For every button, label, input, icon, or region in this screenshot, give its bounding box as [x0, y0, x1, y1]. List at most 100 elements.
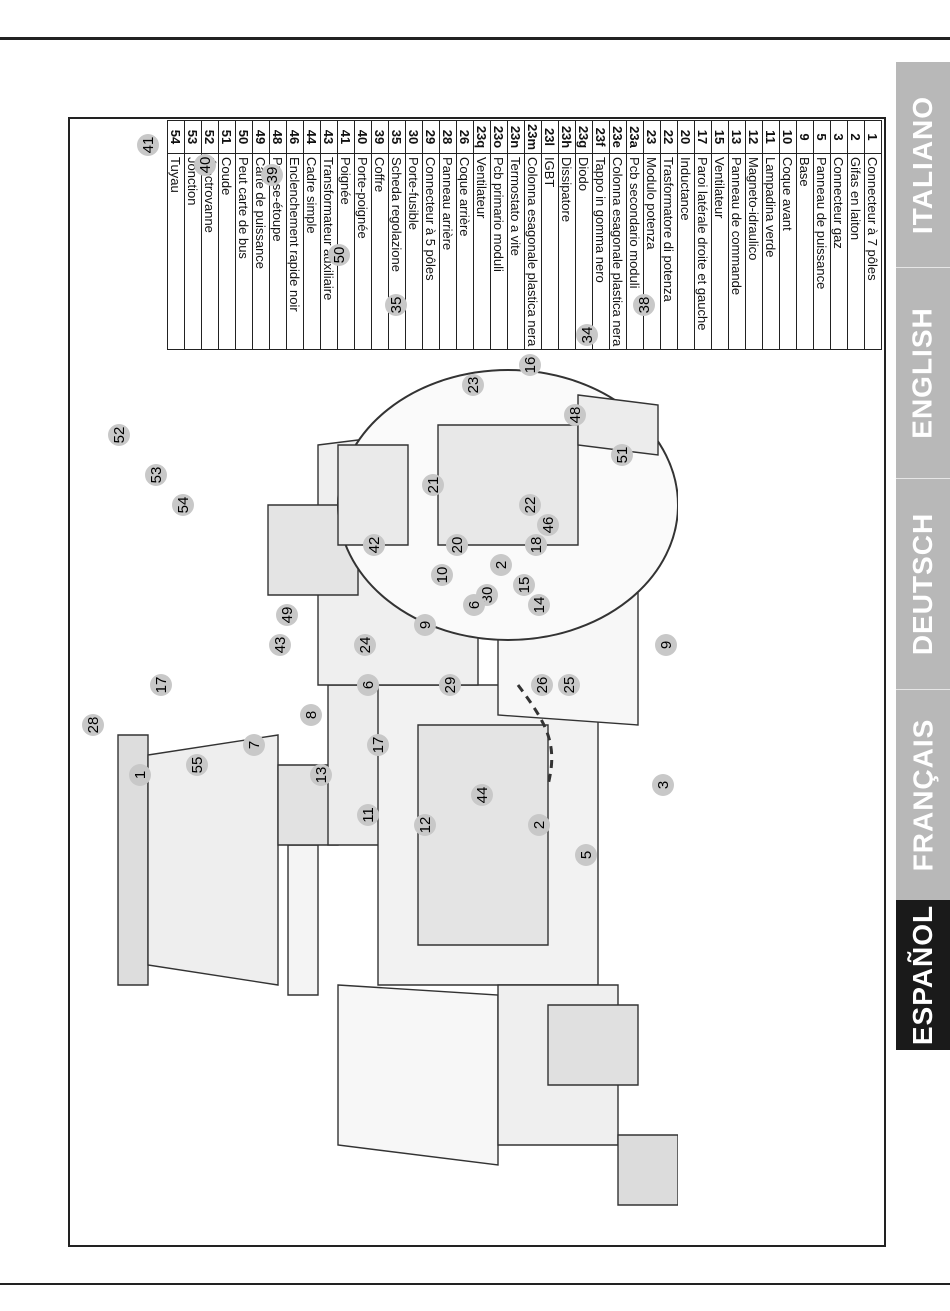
tab-italiano[interactable]: ITALIANO	[896, 62, 950, 267]
tab-espanol[interactable]: ESPAÑOL	[896, 900, 950, 1050]
legend-number: 12	[745, 120, 763, 154]
callout-text: 54	[175, 497, 192, 514]
module-board-part	[337, 444, 409, 546]
callout-circle	[537, 514, 559, 536]
callout-circle	[385, 294, 407, 316]
callout-circle	[328, 244, 350, 266]
callout-text: 6	[360, 681, 377, 689]
callout-circle	[655, 634, 677, 656]
callout-label: 14	[528, 594, 550, 616]
callout-text: 46	[540, 517, 557, 534]
callout-text: 11	[360, 807, 377, 823]
callout-circle	[633, 294, 655, 316]
top-rule	[0, 37, 950, 40]
legend-description: Paroi latérale droite et gauche	[694, 153, 712, 350]
callout-circle	[414, 614, 436, 636]
callout-text: 52	[111, 427, 128, 444]
legend-description: Gifas en laiton	[847, 153, 865, 350]
callout-text: 38	[636, 297, 653, 314]
callout-text: 17	[370, 737, 387, 754]
callout-circle	[652, 774, 674, 796]
callout-label: 10	[431, 564, 453, 586]
diagram-parts	[117, 369, 678, 1206]
callout-label: 17	[367, 734, 389, 756]
callout-text: 21	[425, 477, 442, 494]
callout-text: 8	[303, 711, 320, 719]
callout-label: 5	[575, 844, 597, 866]
callout-circle	[363, 534, 385, 556]
callout-label: 9	[655, 634, 677, 656]
callout-circle	[519, 494, 541, 516]
callout-label: 48	[564, 404, 586, 426]
callout-label: 51	[611, 444, 633, 466]
callout-text: 23	[465, 377, 482, 394]
callout-label: 11	[357, 804, 379, 826]
callout-label: 49	[276, 604, 298, 626]
rear-panel-part	[267, 504, 359, 596]
callout-circle	[82, 714, 104, 736]
callout-text: 16	[522, 357, 539, 374]
cover-part	[147, 734, 279, 986]
callout-circle	[194, 154, 216, 176]
callout-text: 42	[366, 537, 383, 554]
legend-description: Connecteur à 7 pôles	[864, 153, 882, 350]
language-tabs: ITALIANO ENGLISH DEUTSCH FRANÇAIS ESPAÑO…	[896, 62, 950, 1050]
callout-text: 53	[148, 467, 165, 484]
legend-number: 20	[677, 120, 695, 154]
callout-circle	[269, 634, 291, 656]
side-panel-left	[337, 984, 499, 1166]
callout-text: 6	[466, 601, 483, 609]
callout-text: 26	[534, 677, 551, 694]
legend-description: Connecteur gaz	[830, 153, 848, 350]
callout-label: 20	[446, 534, 468, 556]
tab-deutsch[interactable]: DEUTSCH	[896, 479, 950, 689]
callout-text: 55	[189, 757, 206, 774]
bottom-rule	[0, 1283, 950, 1285]
callout-circle	[129, 764, 151, 786]
tab-english[interactable]: ENGLISH	[896, 268, 950, 478]
legend-description: Inductance	[677, 153, 695, 350]
legend-description: Lampadina verde	[762, 153, 780, 350]
legend-description: Ventilateur	[711, 153, 729, 350]
callout-label: 15	[513, 574, 535, 596]
callout-label: 34	[576, 324, 598, 346]
callout-text: 43	[272, 637, 289, 654]
callout-text: 50	[331, 247, 348, 264]
callout-circle	[611, 444, 633, 466]
callout-circle	[575, 844, 597, 866]
callout-text: 29	[442, 677, 459, 694]
callout-text: 1	[132, 771, 149, 779]
callout-circle	[519, 354, 541, 376]
legend-number: 2	[847, 120, 865, 154]
diagram-frame	[68, 117, 886, 1247]
callout-label: 16	[519, 354, 541, 376]
callout-text: 41	[140, 137, 157, 154]
callout-label: 43	[269, 634, 291, 656]
front-frame-part	[617, 1134, 678, 1206]
callout-label: 44	[471, 784, 493, 806]
callout-label: 18	[525, 534, 547, 556]
callout-circle	[354, 634, 376, 656]
callout-label: 21	[422, 474, 444, 496]
callout-circle	[462, 374, 484, 396]
callout-label: 46	[537, 514, 559, 536]
callout-label: 25	[558, 674, 580, 696]
callout-circle	[310, 764, 332, 786]
callout-label: 8	[300, 704, 322, 726]
callout-label: 53	[145, 464, 167, 486]
callout-circle	[243, 734, 265, 756]
callout-circle	[463, 594, 485, 616]
callout-circle	[531, 674, 553, 696]
callout-text: 35	[388, 297, 405, 314]
legend-number: 10	[779, 120, 797, 154]
callout-circle	[261, 164, 283, 186]
tab-francais[interactable]: FRANÇAIS	[896, 690, 950, 900]
callout-label: 54	[172, 494, 194, 516]
callout-circle	[525, 534, 547, 556]
